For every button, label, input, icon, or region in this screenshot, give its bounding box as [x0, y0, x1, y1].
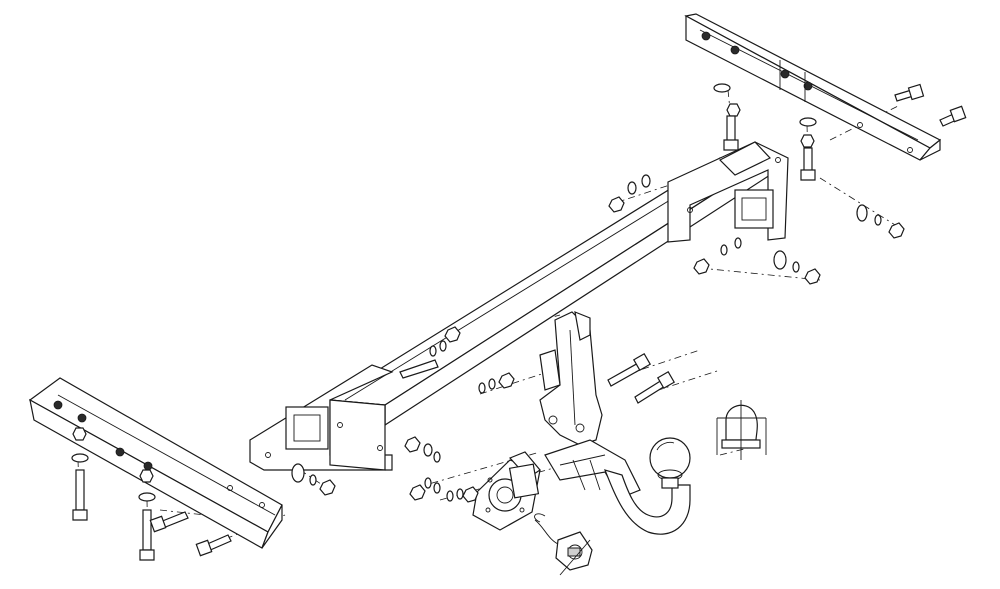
right-side-bracket: [684, 13, 942, 161]
socket-mounting-plate: [472, 451, 541, 531]
bolt: [607, 352, 652, 387]
bolt: [894, 83, 925, 102]
left-beam-end-plate: [249, 364, 394, 471]
bolt: [72, 469, 88, 521]
washers: [71, 83, 882, 502]
tow-ball: [649, 437, 691, 489]
bolt: [723, 115, 739, 151]
bolt: [195, 534, 232, 557]
nuts: [72, 103, 905, 503]
tow-ball-neck: [544, 439, 691, 535]
electrical-socket: [534, 513, 593, 576]
tow-ball-cap: [716, 400, 767, 460]
bolt: [634, 370, 676, 404]
bolt: [139, 509, 155, 561]
bolt: [399, 359, 439, 379]
bolt: [800, 147, 816, 181]
tow-hook-bracket: [539, 311, 603, 446]
right-beam-end-plate: [667, 141, 789, 243]
bolts: [72, 83, 967, 561]
bolt: [939, 105, 967, 127]
bolt: [149, 511, 189, 533]
